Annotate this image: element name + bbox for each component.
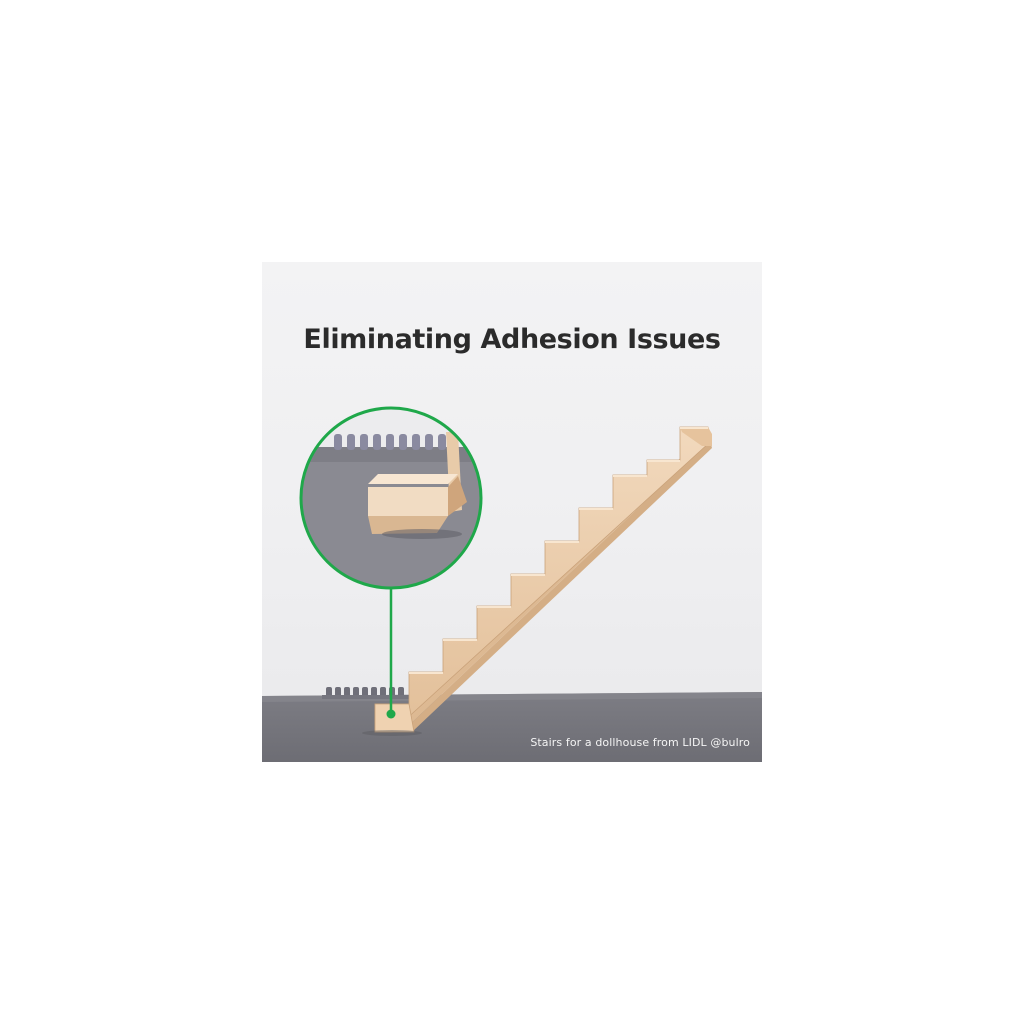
magnifier-circle-icon: [299, 406, 483, 719]
stairs: [362, 426, 712, 736]
background-comb: [322, 687, 412, 699]
stairs-scene: [262, 406, 762, 762]
page-title: Eliminating Adhesion Issues: [303, 324, 721, 355]
image-credit-caption: Stairs for a dollhouse from LIDL @bulro: [530, 736, 750, 749]
photo-card: Eliminating Adhesion Issues Stairs for a…: [262, 262, 762, 762]
print-bed: [262, 692, 762, 762]
